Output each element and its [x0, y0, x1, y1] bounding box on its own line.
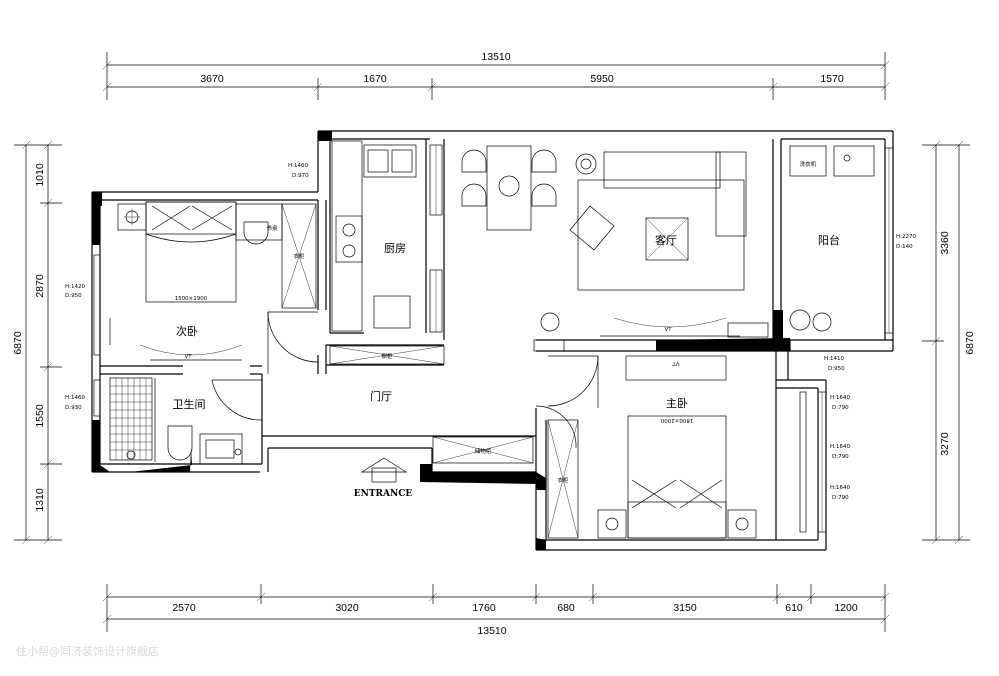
entrance-arrow	[360, 457, 408, 473]
room-balcony: 阳台	[818, 233, 840, 247]
kitchen-cabinet-label: 橱柜	[381, 352, 393, 360]
dim-right-1: 3360	[939, 231, 951, 255]
dim-left-total: 6870	[12, 331, 24, 355]
dim-top-4: 1570	[820, 73, 844, 85]
entrance-label: ENTRANCE	[354, 489, 413, 499]
dimension-left: 6870 1010 2870 1550 1310	[12, 140, 62, 545]
second-window-d: D:950	[65, 293, 82, 299]
master-window4-h: H:1640	[830, 485, 850, 491]
plant	[540, 312, 560, 332]
dimension-top: 13510 3670 1670 5950 1570	[102, 51, 890, 100]
kitchen-window-h: H:1460	[288, 163, 308, 169]
wash-basin	[199, 433, 243, 465]
room-kitchen: 厨房	[384, 242, 406, 255]
toilet	[167, 425, 193, 461]
dim-bottom-3: 1760	[472, 602, 496, 614]
desk-label: 书桌	[266, 224, 278, 232]
shower-tray	[109, 377, 153, 461]
wardrobe-master-label: 衣柜	[557, 476, 569, 484]
wardrobe-second-label: 衣柜	[293, 252, 305, 260]
coffee-table	[645, 217, 689, 261]
room-second-bedroom: 次卧	[176, 324, 198, 338]
master-bed-size: 1800×2000	[660, 417, 693, 423]
dim-top-total: 13510	[481, 51, 510, 63]
dim-bottom-7: 1200	[834, 602, 858, 614]
room-master: 主卧	[666, 397, 688, 410]
dim-right-total: 6870	[964, 331, 976, 355]
dim-bottom-4: 680	[557, 602, 575, 614]
tv-master: VT	[672, 360, 680, 366]
kitchen-window-d: D:970	[292, 173, 309, 179]
watermark: 住小帮@同济装饰设计旗舰店	[16, 645, 159, 658]
bath-window-h: H:1460	[65, 395, 85, 401]
washing-machine-label: 洗衣机	[800, 160, 817, 168]
second-bed-size: 1500×1900	[175, 296, 208, 302]
fridge	[373, 295, 411, 329]
bath-window-d: D:930	[65, 405, 82, 411]
second-bedroom: 1500×1900 书桌 衣柜 VT 次卧 H:1420 D:950	[65, 201, 317, 361]
dim-bottom-5: 3150	[673, 602, 697, 614]
shoe-cabinet	[432, 436, 534, 464]
doors	[211, 311, 599, 449]
second-bed	[145, 201, 237, 303]
balcony-window-h: H:2270	[896, 234, 916, 240]
dim-top-1: 3670	[200, 73, 224, 85]
washing-machine	[789, 145, 827, 177]
dim-left-4: 1310	[34, 488, 46, 512]
dimension-bottom: 2570 3020 1760 680 3150 610 1200 13510	[102, 584, 890, 637]
master-window2-d: D:790	[832, 405, 849, 411]
master-window1-h: H:1410	[824, 356, 844, 362]
stove	[335, 215, 363, 263]
sofa	[603, 151, 721, 189]
master-window3-d: D:790	[832, 454, 849, 460]
dim-left-2: 2870	[34, 274, 46, 298]
wall-fills	[92, 131, 790, 550]
wardrobe-master	[547, 419, 579, 539]
living-rug	[577, 179, 745, 291]
master-window2-h: H:1640	[830, 395, 850, 401]
wardrobe-second	[281, 203, 317, 309]
master-window3-h: H:1640	[830, 444, 850, 450]
balcony-window-d: D:140	[896, 244, 913, 250]
sink	[363, 144, 417, 178]
dim-top-3: 5950	[590, 73, 614, 85]
tv-living: VT	[664, 327, 672, 333]
master-bedroom: VT 1800×2000 衣柜 主卧 H:1410 D:950 H:1640 D…	[547, 355, 850, 539]
dim-bottom-6: 610	[785, 602, 803, 614]
windows	[93, 144, 894, 533]
armchair	[569, 205, 615, 251]
dim-right-2: 3270	[939, 432, 951, 456]
foyer: 门厅 储物柜 ENTRANCE	[354, 389, 534, 499]
room-bathroom: 卫生间	[173, 397, 206, 411]
dining-table	[486, 145, 532, 231]
living-room: 客厅 VT	[461, 145, 832, 337]
master-window4-d: D:790	[832, 495, 849, 501]
tv-cabinet-master	[625, 355, 727, 381]
kitchen: 厨房 H:1460 D:970 橱柜	[288, 140, 445, 365]
dim-bottom-total: 13510	[477, 625, 506, 637]
dim-bottom-2: 3020	[335, 602, 359, 614]
master-bed	[627, 415, 727, 539]
dim-left-3: 1550	[34, 404, 46, 428]
balcony: 洗衣机 阳台 H:2270 D:140	[789, 145, 916, 250]
dimension-right: 3360 3270 6870	[922, 140, 976, 545]
dim-bottom-1: 2570	[172, 602, 196, 614]
kitchen-cabinet	[329, 345, 445, 365]
tv-second: VT	[184, 354, 192, 360]
shoe-cabinet-label: 储物柜	[475, 447, 492, 455]
room-foyer: 门厅	[370, 389, 392, 403]
dim-top-2: 1670	[363, 73, 387, 85]
second-window-h: H:1420	[65, 284, 85, 290]
bathroom: 卫生间 H:1460 D:930	[65, 377, 243, 465]
master-window1-d: D:950	[828, 366, 845, 372]
dim-left-1: 1010	[34, 163, 46, 187]
room-living: 客厅	[655, 233, 677, 247]
